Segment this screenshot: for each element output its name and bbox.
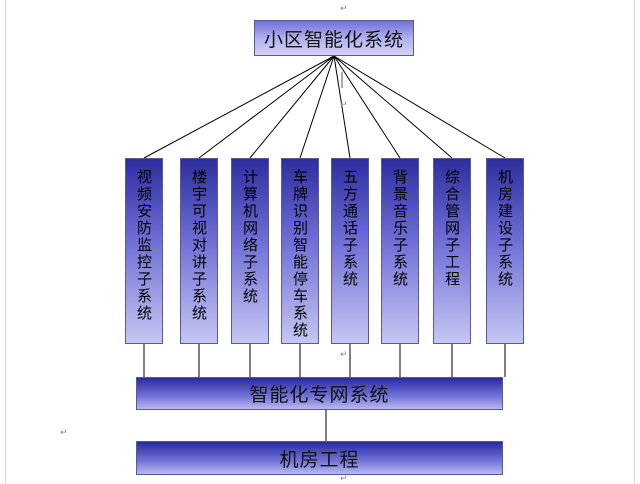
subsystem-label: 计算机网络子系统: [241, 169, 259, 305]
paragraph-mark: ↵: [60, 428, 68, 438]
connector-root-1: [143, 55, 335, 159]
paragraph-mark: ↵: [340, 350, 348, 360]
paragraph-mark: ↵: [340, 100, 348, 110]
paragraph-mark: ↵: [340, 474, 348, 484]
subsystem-label: 车牌识别智能停车系统: [291, 169, 309, 339]
subsystem-node-6: 背景音乐子系统: [381, 158, 419, 344]
subsystem-node-5: 五方通话子系统: [331, 158, 369, 344]
subsystem-label: 楼宇可视对讲子系统: [190, 169, 208, 322]
page-frame: [5, 0, 635, 484]
subsystem-label: 背景音乐子系统: [391, 169, 409, 288]
subsystem-node-4: 车牌识别智能停车系统: [281, 158, 319, 344]
machine-room-node: 机房工程: [136, 441, 503, 475]
subsystem-label: 视频安防监控子系统: [135, 169, 153, 322]
connector-root-5: [333, 55, 351, 159]
subsystem-node-8: 机房建设子系统: [486, 158, 524, 344]
subsystem-label: 五方通话子系统: [341, 169, 359, 288]
subsystem-label: 综合管网子工程: [443, 169, 461, 288]
connector-root-7: [333, 55, 453, 159]
root-node-label: 小区智能化系统: [263, 28, 404, 51]
paragraph-mark: ↵: [340, 4, 348, 14]
root-node: 小区智能化系统: [254, 20, 414, 56]
subsystem-node-3: 计算机网络子系统: [231, 158, 269, 344]
subsystem-label: 机房建设子系统: [496, 169, 514, 288]
subsystem-node-2: 楼宇可视对讲子系统: [180, 158, 218, 344]
connector-root-4: [299, 55, 335, 159]
connector-root-2: [198, 55, 335, 159]
connector-root-3: [249, 55, 335, 159]
network-node-label: 智能化专网系统: [249, 384, 390, 406]
connector-root-8: [333, 55, 506, 159]
machine-room-node-label: 机房工程: [279, 448, 360, 471]
network-node: 智能化专网系统: [136, 377, 503, 410]
subsystem-node-1: 视频安防监控子系统: [125, 158, 163, 344]
subsystem-node-7: 综合管网子工程: [433, 158, 471, 344]
connector-root-6: [333, 55, 401, 159]
